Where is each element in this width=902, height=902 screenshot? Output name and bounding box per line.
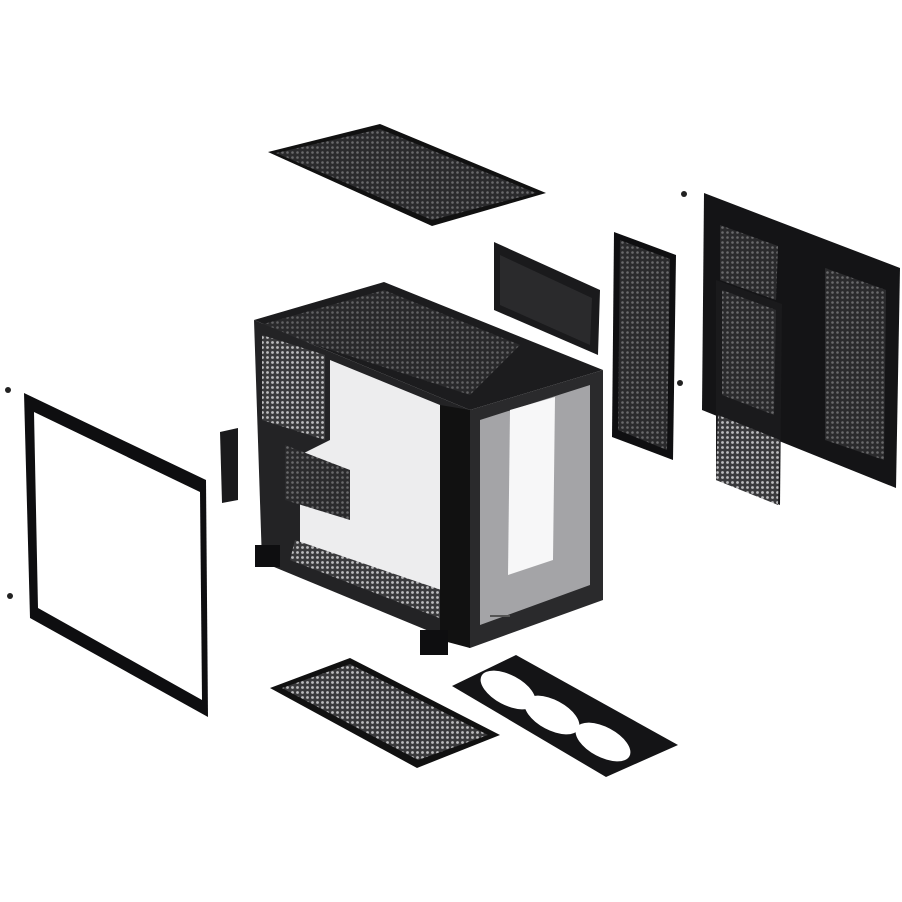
io-bracket xyxy=(220,428,238,503)
bottom-fan-bracket xyxy=(452,655,678,777)
psu-bracket xyxy=(494,242,600,355)
tempered-glass-side-panel xyxy=(5,387,208,717)
brand-logo-mark xyxy=(490,615,510,617)
bottom-dust-filter xyxy=(270,658,500,768)
top-dust-filter xyxy=(268,124,546,226)
side-mesh-filter xyxy=(612,232,676,460)
rear-side-panel xyxy=(677,191,900,505)
main-chassis xyxy=(254,282,603,655)
